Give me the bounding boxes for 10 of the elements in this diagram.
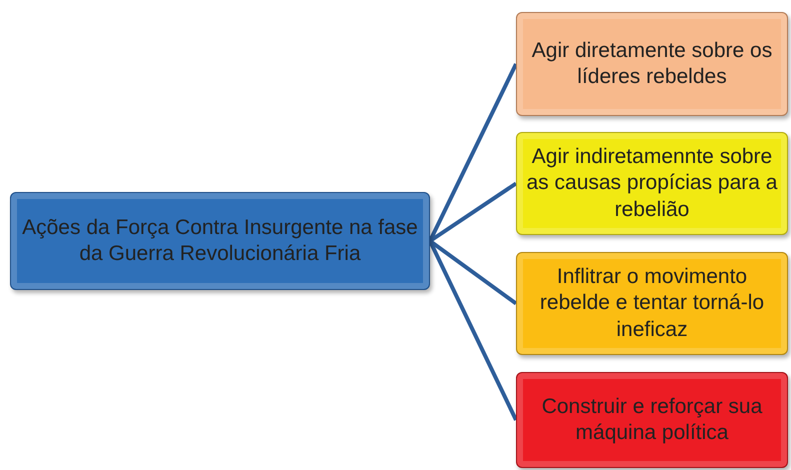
topic-box	[10, 192, 430, 290]
action-box	[516, 12, 788, 116]
box-text: Agir diretamente sobre os líderes rebeldes	[530, 38, 774, 90]
action-box	[516, 372, 788, 468]
box-text: Construir e reforçar sua máquina política	[540, 394, 764, 446]
box-text: Ações da Força Contra Insurgente na fase da Guerra Revolucionária Fria	[21, 214, 419, 267]
box-text: Inflitrar o movimento rebelde e tentar torná-lo ineficaz	[538, 264, 766, 343]
box-text: Agir indiretamennte sobre as causas propícias para a rebelião	[526, 144, 778, 223]
action-box	[516, 252, 788, 355]
action-box	[516, 132, 788, 235]
